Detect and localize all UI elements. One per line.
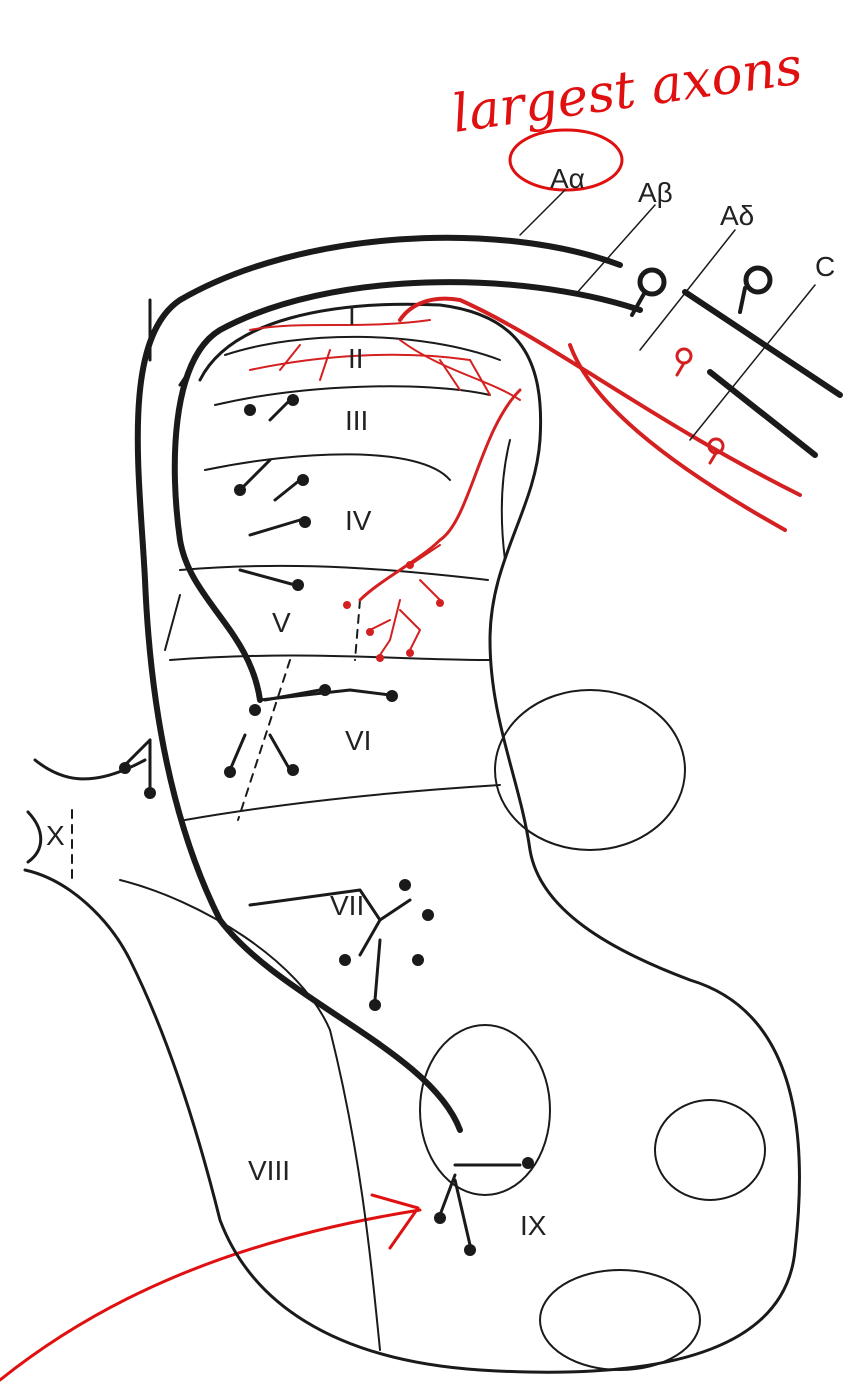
motor-nuclei [420,690,765,1370]
arrow-annotation [0,1210,420,1380]
handwritten-annotation: largest axons [448,36,805,144]
lamina-label-10: X [46,820,65,851]
fiber-label-a-delta: Aδ [720,200,754,231]
lamina-label-7: VII [330,890,364,921]
fiber-label-a-beta: Aβ [638,177,673,208]
lamina-label-2: II [348,343,364,374]
fiber-label-a-alpha: Aα [550,163,585,194]
lamina-label-9: IX [520,1210,547,1241]
dorsal-root-ganglia [632,268,770,315]
fiber-labels: Aα Aβ Aδ C [520,163,835,440]
lamina-label-8: VIII [248,1155,290,1186]
arrowhead-annotation [372,1195,418,1248]
lamina-label-3: III [345,405,368,436]
lamina-boundaries [120,337,510,1350]
lamina-label-1: I [348,300,356,331]
fiber-label-c: C [815,251,835,282]
lamina-label-5: V [272,607,291,638]
lamina-label-6: VI [345,725,371,756]
lamina-label-4: IV [345,505,372,536]
